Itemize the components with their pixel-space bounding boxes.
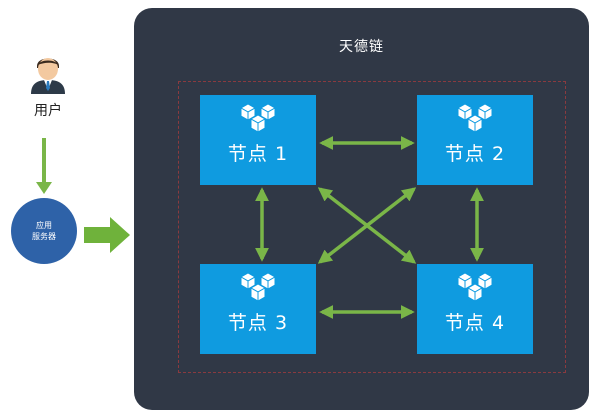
user-label: 用户 <box>34 103 62 119</box>
node-3: 节点 3 <box>200 264 316 354</box>
node-4: 节点 4 <box>417 264 533 354</box>
app-server-label-line1: 应用 <box>36 221 52 230</box>
cubes-icon <box>456 103 494 133</box>
node-label: 节点 4 <box>444 312 506 334</box>
cubes-icon <box>239 103 277 133</box>
node-1: 节点 1 <box>200 95 316 185</box>
arrow-user-to-server <box>36 138 52 194</box>
user: 用户 <box>22 50 74 120</box>
node-label: 节点 1 <box>227 143 289 165</box>
arrow-server-to-chain <box>84 217 130 253</box>
user-avatar-icon <box>31 58 65 94</box>
chain-node-border <box>178 81 566 373</box>
node-2: 节点 2 <box>417 95 533 185</box>
cubes-icon <box>239 272 277 302</box>
app-server: 应用 服务器 <box>11 198 77 264</box>
app-server-label-line2: 服务器 <box>32 232 56 241</box>
chain-title: 天德链 <box>339 39 384 55</box>
node-label: 节点 2 <box>444 143 506 165</box>
node-label: 节点 3 <box>227 312 289 334</box>
cubes-icon <box>456 272 494 302</box>
